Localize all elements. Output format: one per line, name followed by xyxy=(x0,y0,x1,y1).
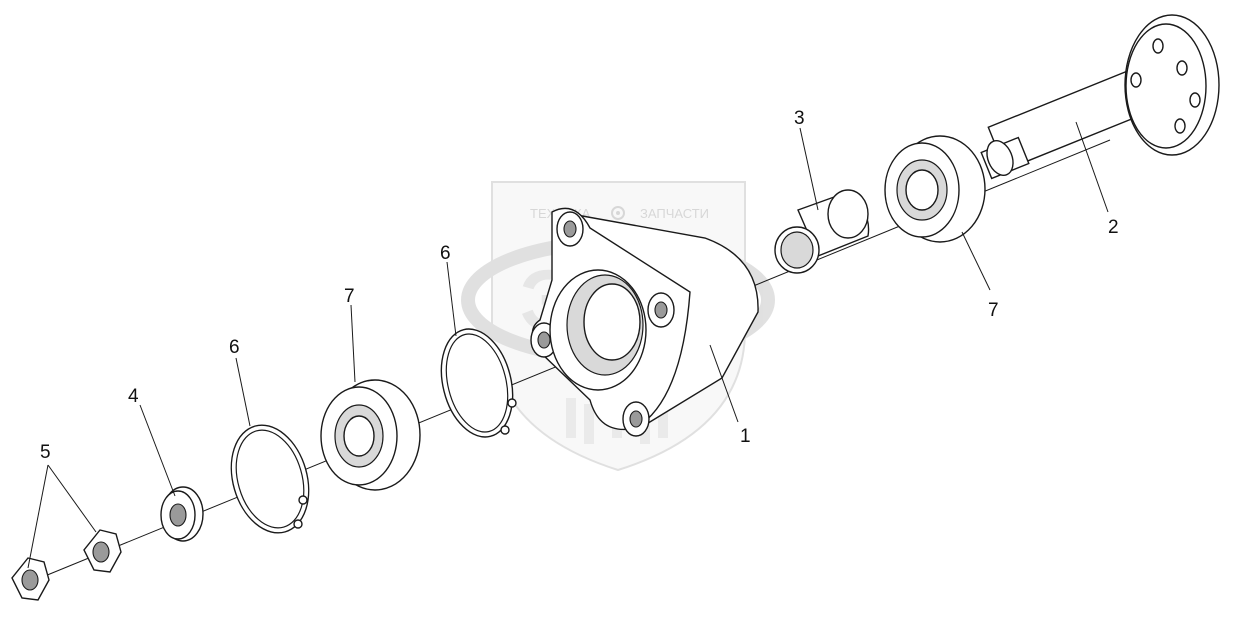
circlip-middle xyxy=(440,328,517,438)
callout-7-right: 7 xyxy=(988,300,999,321)
washer xyxy=(160,486,204,542)
bearing-left xyxy=(320,379,421,491)
watermark-text-right: ЗАПЧАСТИ xyxy=(640,206,709,221)
callout-7-left: 7 xyxy=(344,286,355,307)
callout-5: 5 xyxy=(40,442,51,463)
gear-icon xyxy=(611,206,625,220)
callout-4: 4 xyxy=(128,386,139,407)
nut-right xyxy=(83,529,122,573)
bearing-right xyxy=(884,135,986,243)
callout-6-middle: 6 xyxy=(440,243,451,264)
nut-left xyxy=(11,557,50,601)
callout-6-left: 6 xyxy=(229,337,240,358)
spacer-sleeve xyxy=(774,189,870,274)
circlip-left xyxy=(230,424,310,534)
callout-3: 3 xyxy=(794,108,805,129)
flange-bolt-holes xyxy=(1130,38,1201,134)
bearing-housing xyxy=(530,207,759,437)
leader-lines xyxy=(27,121,1109,569)
callout-1: 1 xyxy=(740,426,751,447)
flanged-shaft xyxy=(980,14,1220,180)
callout-2: 2 xyxy=(1108,217,1119,238)
